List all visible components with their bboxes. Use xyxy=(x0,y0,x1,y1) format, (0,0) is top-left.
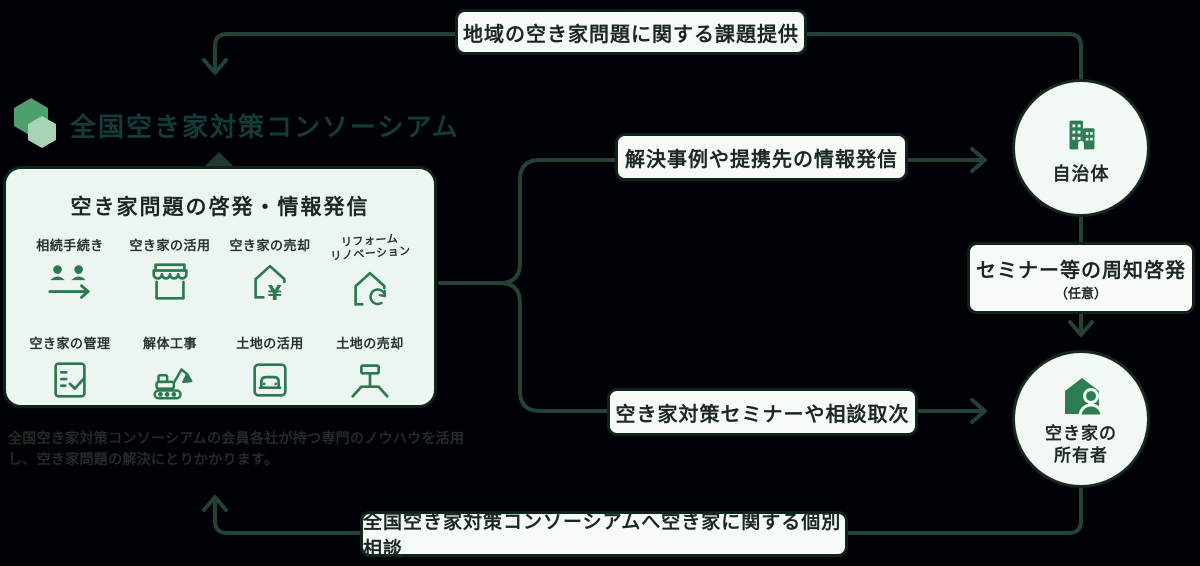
card-pointer-triangle xyxy=(204,152,234,167)
house-owner-icon xyxy=(1065,378,1104,418)
consortium-card: 空き家問題の啓発・情報発信 相続手続き 空き家の活用 xyxy=(3,166,437,408)
arrow-info-gov xyxy=(438,158,984,285)
service-item-label: 空き家の売却 xyxy=(229,238,311,253)
svg-text:¥: ¥ xyxy=(268,281,282,305)
storefront-icon xyxy=(152,263,188,300)
node-government-label: 自治体 xyxy=(1052,163,1110,184)
service-item-management: 空き家の管理 xyxy=(20,333,120,419)
card-caption: 全国空き家対策コンソーシアムの会員各社が持つ専門のノウハウを活用し、空き家問題の… xyxy=(8,430,465,467)
arrow-bottom-flow-head xyxy=(202,495,228,512)
arrow-top-flow-head xyxy=(202,58,228,75)
service-item-land-sale: 土地の売却 xyxy=(320,333,420,419)
service-item-label: 土地の売却 xyxy=(336,336,404,351)
flow-box-seminar-to-owner: 空き家対策セミナーや相談取次 xyxy=(607,388,918,436)
service-item-label: 土地の活用 xyxy=(236,336,304,351)
flow-label: セミナー等の周知啓発 xyxy=(976,260,1186,282)
land-use-icon xyxy=(253,363,287,397)
flow-box-seminar: セミナー等の周知啓発 （任意） xyxy=(967,242,1195,314)
management-icon xyxy=(54,362,86,398)
arrow-seminar-head xyxy=(1068,320,1094,337)
land-sale-icon xyxy=(351,364,389,398)
node-owner-label: 空き家の 所有者 xyxy=(1045,424,1117,465)
node-owner: 空き家の 所有者 xyxy=(1012,350,1150,488)
arrow-to-owner-head xyxy=(970,398,987,424)
service-item-house-sale: 空き家の売却 ¥ xyxy=(220,235,320,321)
service-item-label: リフォーム リノベーション xyxy=(329,233,411,263)
government-building-icon xyxy=(1069,120,1095,149)
flow-label: 空き家対策セミナーや相談取次 xyxy=(615,403,910,426)
arrow-to-owner xyxy=(438,281,984,413)
logo: 全国空き家対策コンソーシアム xyxy=(10,96,460,154)
card-title: 空き家問題の啓発・情報発信 xyxy=(70,196,370,219)
service-item-renovation: リフォーム リノベーション xyxy=(320,233,420,321)
flow-label: 解決事例や提携先の情報発信 xyxy=(625,148,898,171)
service-item-demolition: 解体工事 xyxy=(120,333,220,419)
service-item-label: 相続手続き xyxy=(36,238,104,253)
service-grid: 相続手続き 空き家の活用 空き家の売却 xyxy=(6,221,434,419)
flow-label: 全国空き家対策コンソーシアムへ空き家に関する個別相談 xyxy=(363,512,842,560)
service-item-utilization: 空き家の活用 xyxy=(120,235,220,321)
flow-label-note: （任意） xyxy=(1054,286,1107,301)
inheritance-icon xyxy=(48,265,90,299)
logo-title: 全国空き家対策コンソーシアム xyxy=(70,111,460,142)
flow-box-issues-from-gov: 地域の空き家問題に関する課題提供 xyxy=(455,9,807,55)
demolition-icon xyxy=(153,368,193,400)
service-item-label: 解体工事 xyxy=(142,336,197,351)
service-item-label: 空き家の活用 xyxy=(129,238,211,253)
consortium-logo-icon xyxy=(14,98,56,148)
flow-box-consult-from-owner: 全国空き家対策コンソーシアムへ空き家に関する個別相談 xyxy=(360,511,848,560)
service-item-inheritance: 相続手続き xyxy=(20,235,120,321)
house-sale-icon: ¥ xyxy=(254,264,286,305)
node-government: 自治体 xyxy=(1012,79,1150,217)
renovation-icon xyxy=(354,272,387,307)
flow-label: 地域の空き家問題に関する課題提供 xyxy=(463,23,799,46)
service-item-land-use: 土地の活用 xyxy=(220,333,320,419)
service-item-label: 空き家の管理 xyxy=(29,336,111,351)
arrow-info-gov-head xyxy=(970,147,987,173)
flow-box-info-to-gov: 解決事例や提携先の情報発信 xyxy=(615,133,908,181)
